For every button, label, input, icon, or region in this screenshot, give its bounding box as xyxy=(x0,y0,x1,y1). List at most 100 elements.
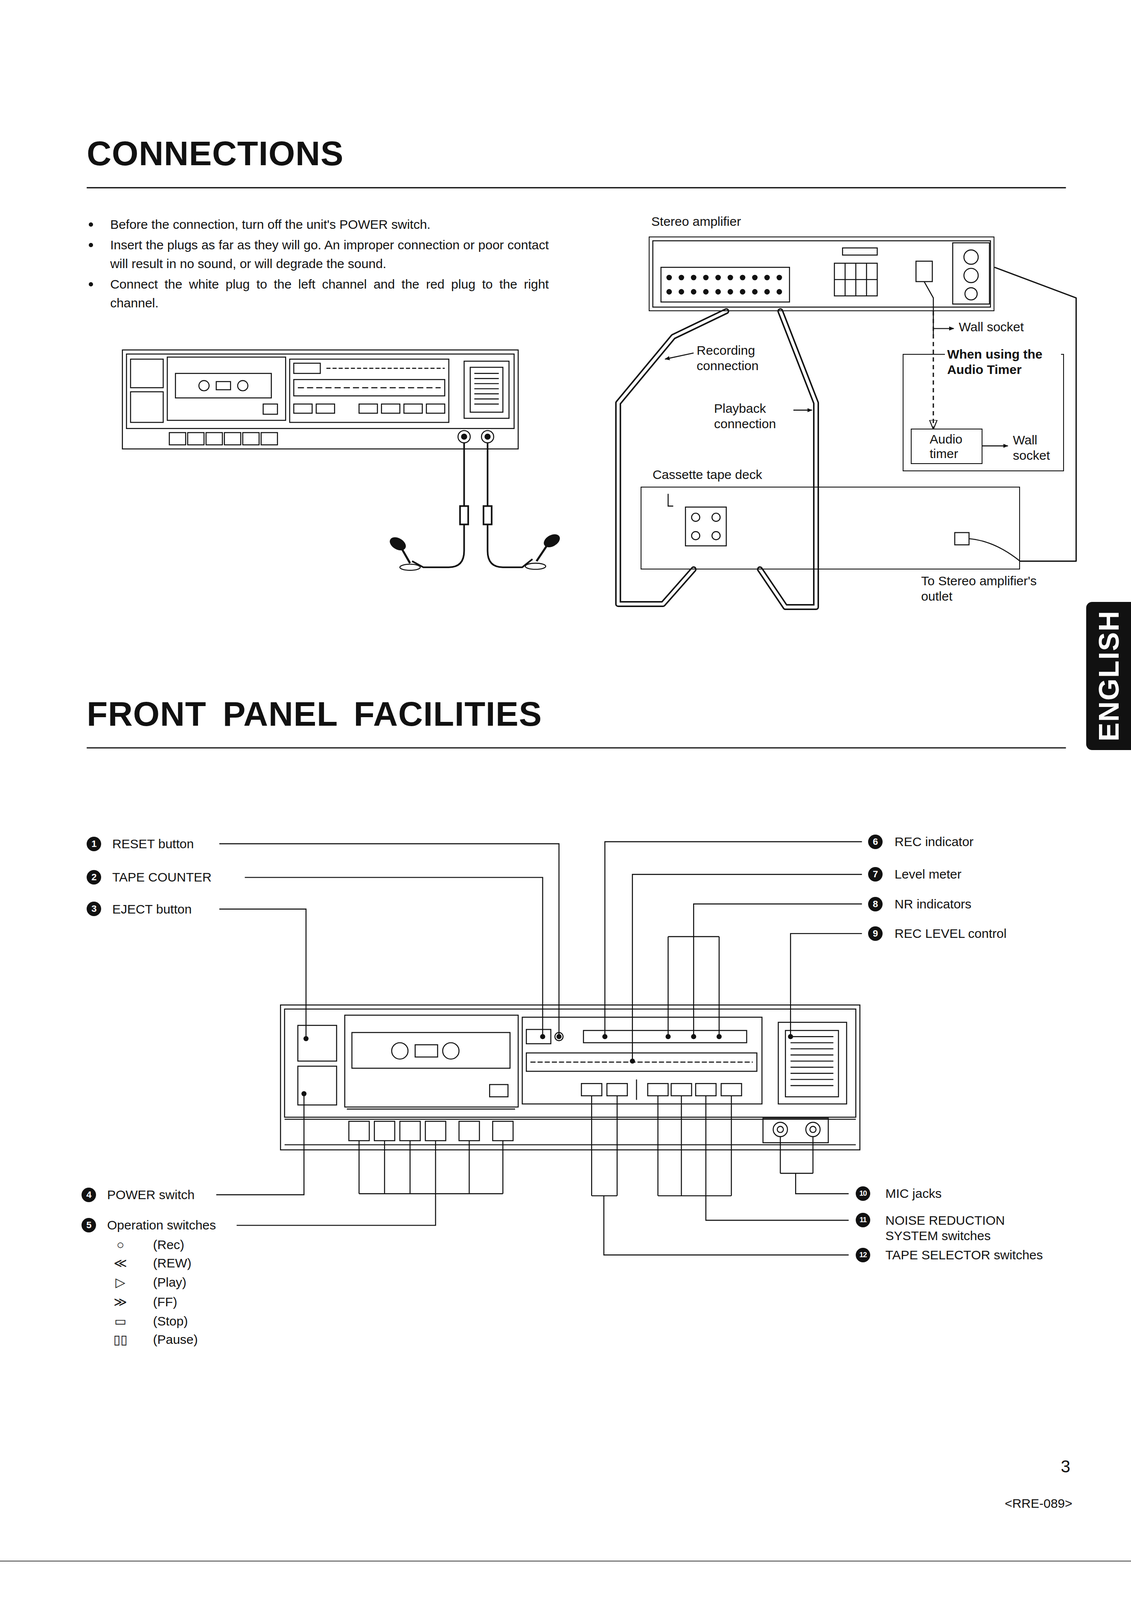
amplifier-rear-panel xyxy=(728,275,733,280)
label-slot: TAPE COUNTER xyxy=(112,869,212,885)
edge-label-slot: Recording connection xyxy=(696,342,773,374)
bullet-item: Insert the plugs as far as they will go.… xyxy=(86,235,549,274)
callout-slot: 2 xyxy=(86,869,102,885)
callout-number: 9 xyxy=(868,926,883,941)
amplifier-rear-panel xyxy=(679,289,684,295)
switch-name: (Stop) xyxy=(153,1313,189,1329)
cassette-deck-front-panel xyxy=(581,1083,602,1096)
leader-line xyxy=(219,908,307,1039)
page-number: 3 xyxy=(1061,1455,1071,1477)
label-slot: NR indicators xyxy=(894,896,972,912)
label-slot: ≪ xyxy=(110,1255,131,1271)
switch-name: (Pause) xyxy=(153,1331,199,1347)
illustration xyxy=(0,187,1131,1561)
callout-slot: 5 xyxy=(81,1217,97,1233)
callout-number: 6 xyxy=(868,834,883,849)
cassette-deck-front xyxy=(316,403,335,414)
amplifier-rear-panel xyxy=(652,240,991,307)
amplifier-rear-panel xyxy=(661,267,790,302)
amplifier-rear-panel xyxy=(679,275,684,280)
cassette-deck-front-panel xyxy=(399,1121,421,1141)
cassette-deck-front xyxy=(293,379,445,396)
leader-line xyxy=(658,1095,849,1221)
deck-rear-panel xyxy=(667,493,1021,562)
cassette-deck-front xyxy=(126,353,514,429)
power-cord xyxy=(994,267,1076,561)
leader-line xyxy=(591,1095,849,1255)
part-name: NOISE REDUCTION SYSTEM switches xyxy=(885,1212,1034,1244)
instruction-text: Before the connection, turn off the unit… xyxy=(110,215,549,234)
bullet-item: Before the connection, turn off the unit… xyxy=(86,215,549,234)
switch-name: (FF) xyxy=(153,1294,178,1310)
amplifier-rear-panel xyxy=(764,275,770,280)
amplifier-rear-panel xyxy=(667,275,782,295)
deck-rear-panel xyxy=(685,507,727,546)
cassette-deck-front xyxy=(206,432,223,445)
cassette-deck-front-panel xyxy=(671,1083,692,1096)
callout-slot: 12 xyxy=(855,1247,871,1263)
mic-cable xyxy=(487,524,533,567)
label-slot: <RRE-089> xyxy=(1004,1495,1073,1511)
amplifier-rear-panel xyxy=(777,275,782,280)
leader-dot xyxy=(690,1033,697,1039)
cassette-deck-front xyxy=(381,403,400,414)
power-cord xyxy=(924,281,934,335)
cassette-deck-front-panel xyxy=(348,1121,370,1141)
callout-slot: 9 xyxy=(868,926,883,941)
box-heading: Stereo amplifier xyxy=(651,213,741,230)
callout-number: 3 xyxy=(86,901,102,916)
cassette-deck-front xyxy=(289,358,449,423)
amplifier-rear-panel xyxy=(777,289,782,295)
label-slot: (Stop) xyxy=(153,1313,189,1329)
amplifier-rear-panel xyxy=(842,247,878,256)
leader-dot xyxy=(602,1033,608,1039)
amplifier-rear-panel xyxy=(952,242,990,304)
mic-cable xyxy=(412,442,533,568)
callout-slot: 8 xyxy=(868,896,883,912)
part-name: NR indicators xyxy=(894,896,972,912)
label-slot: 3 xyxy=(1061,1455,1071,1477)
amplifier-rear-panel xyxy=(691,289,697,295)
bullet-dot xyxy=(88,222,94,227)
cassette-deck-front xyxy=(474,373,499,405)
cassette-deck-front-panel xyxy=(374,1121,395,1141)
cassette-deck-front xyxy=(167,357,286,421)
bullet-dot xyxy=(88,242,94,248)
instruction-text: Insert the plugs as far as they will go.… xyxy=(110,235,549,274)
cassette-deck-front-panel xyxy=(635,1079,637,1100)
switch-symbol: ▯▯ xyxy=(110,1331,131,1347)
part-name: REC indicator xyxy=(894,833,974,850)
cassette-deck-front xyxy=(261,432,278,445)
cassette-deck-front-panel xyxy=(647,1083,669,1096)
switch-symbol: ▷ xyxy=(110,1274,131,1290)
label-slot: RESET button xyxy=(112,836,194,852)
tab-text: ENGLISH xyxy=(1094,610,1123,742)
leader-line xyxy=(780,1136,849,1194)
cassette-deck-front xyxy=(224,432,241,445)
leader-line xyxy=(219,843,560,1037)
cassette-deck-front-panel xyxy=(785,1030,839,1097)
language-tab: ENGLISH xyxy=(1086,601,1131,750)
cassette-deck-front-panel xyxy=(425,1121,446,1141)
amplifier-rear-panel xyxy=(915,261,933,282)
heading-slot: When using the Audio Timer xyxy=(944,346,1062,378)
leader-line xyxy=(632,874,863,1061)
cassette-deck-front xyxy=(481,430,494,444)
cassette-deck-front xyxy=(187,432,205,445)
heading-rule xyxy=(86,186,1066,189)
cassette-deck-front-panel xyxy=(442,1042,459,1059)
amplifier-rear-panel xyxy=(752,275,758,280)
part-name: POWER switch xyxy=(107,1186,195,1203)
label-slot: NOISE REDUCTION SYSTEM switches xyxy=(885,1212,1034,1244)
amplifier-rear-panel xyxy=(764,289,770,295)
label-slot: To Stereo amplifier's outlet xyxy=(921,573,1049,604)
switch-name: (Rec) xyxy=(153,1236,185,1253)
cassette-deck-front xyxy=(130,391,164,423)
cassette-deck-front-panel xyxy=(721,1083,742,1096)
leader-line xyxy=(244,877,543,1037)
cassette-deck-front-panel xyxy=(284,1118,856,1120)
label-slot: (Play) xyxy=(153,1274,187,1290)
switch-name: (Play) xyxy=(153,1274,187,1290)
label-slot: Operation switches xyxy=(107,1217,216,1233)
connection-label: Recording connection xyxy=(696,342,773,374)
